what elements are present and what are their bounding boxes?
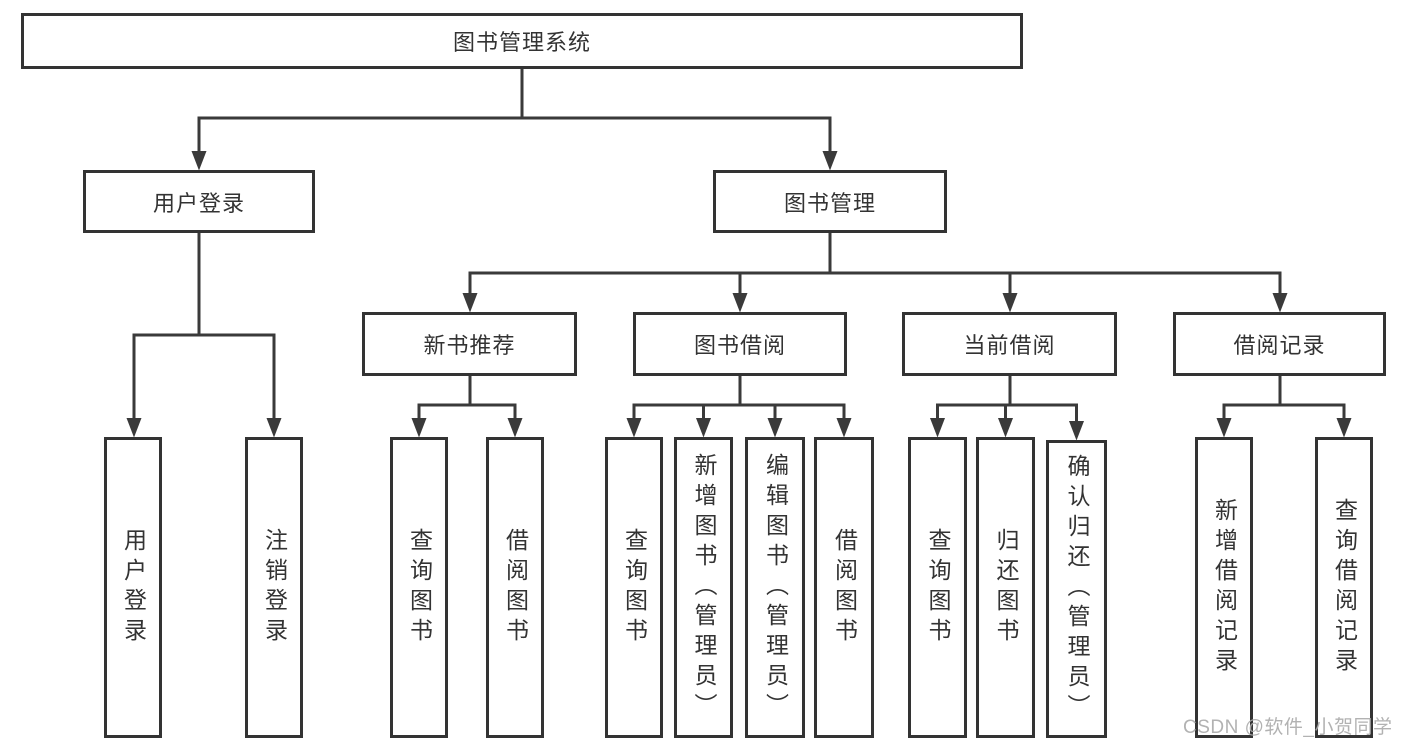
node-root-label: 图书管理系统 bbox=[452, 30, 591, 55]
leaf-query-books-1: 查询图书 bbox=[390, 437, 448, 738]
node-user-login-label: 用户登录 bbox=[152, 190, 245, 216]
leaf-edit-books-admin-label: 编辑图书（管理员） bbox=[762, 452, 789, 723]
leaf-query-books-3-label: 查询图书 bbox=[925, 527, 951, 648]
node-book-management-label: 图书管理 bbox=[783, 190, 876, 216]
leaf-return-books-label: 归还图书 bbox=[993, 527, 1019, 648]
leaf-confirm-return-admin: 确认归还（管理员） bbox=[1046, 440, 1107, 738]
leaf-add-books-admin-label: 新增图书（管理员） bbox=[691, 452, 717, 723]
leaf-user-login: 用户登录 bbox=[104, 437, 162, 738]
node-current-borrow-label: 当前借阅 bbox=[963, 333, 1056, 358]
leaf-query-books-1-label: 查询图书 bbox=[406, 527, 433, 648]
connector-borrow-records-children bbox=[1222, 376, 1346, 421]
leaf-add-books-admin: 新增图书（管理员） bbox=[674, 437, 733, 738]
leaf-return-books: 归还图书 bbox=[976, 437, 1035, 738]
leaf-query-borrow-record: 查询借阅记录 bbox=[1315, 437, 1373, 738]
leaf-user-login-label: 用户登录 bbox=[120, 527, 147, 648]
leaf-query-books-3: 查询图书 bbox=[908, 437, 967, 738]
leaf-confirm-return-admin-label: 确认归还（管理员） bbox=[1064, 454, 1090, 724]
node-borrow-records-label: 借阅记录 bbox=[1233, 333, 1326, 358]
leaf-query-books-2: 查询图书 bbox=[605, 437, 663, 738]
node-user-login: 用户登录 bbox=[83, 170, 315, 233]
node-root: 图书管理系统 bbox=[21, 13, 1023, 69]
connector-current-borrow-children bbox=[936, 376, 1078, 424]
arrowheads bbox=[126, 151, 1352, 441]
leaf-query-books-2-label: 查询图书 bbox=[621, 527, 648, 648]
connector-new-book-children bbox=[417, 376, 517, 421]
leaf-add-borrow-record-label: 新增借阅记录 bbox=[1211, 497, 1238, 678]
connector-root-to-level2 bbox=[197, 68, 832, 154]
node-new-book-recommend: 新书推荐 bbox=[362, 312, 577, 376]
node-new-book-recommend-label: 新书推荐 bbox=[423, 333, 516, 358]
node-borrow-records: 借阅记录 bbox=[1173, 312, 1386, 376]
leaf-borrow-books-2: 借阅图书 bbox=[814, 437, 874, 738]
connector-book-management-children bbox=[468, 233, 1282, 296]
leaf-add-borrow-record: 新增借阅记录 bbox=[1195, 437, 1253, 738]
leaf-borrow-books-1-label: 借阅图书 bbox=[502, 527, 529, 648]
node-book-borrow: 图书借阅 bbox=[633, 312, 847, 376]
node-current-borrow: 当前借阅 bbox=[902, 312, 1117, 376]
csdn-watermark: CSDN @软件_小贺同学 bbox=[1183, 717, 1393, 738]
connector-user-login-children bbox=[132, 233, 276, 421]
leaf-edit-books-admin: 编辑图书（管理员） bbox=[745, 437, 805, 738]
node-book-management: 图书管理 bbox=[713, 170, 947, 233]
leaf-borrow-books-1: 借阅图书 bbox=[486, 437, 544, 738]
leaf-logout: 注销登录 bbox=[245, 437, 303, 738]
leaf-borrow-books-2-label: 借阅图书 bbox=[831, 527, 858, 648]
leaf-query-borrow-record-label: 查询借阅记录 bbox=[1331, 497, 1358, 678]
leaf-logout-label: 注销登录 bbox=[261, 527, 288, 648]
node-book-borrow-label: 图书借阅 bbox=[693, 333, 786, 358]
connector-book-borrow-children bbox=[632, 376, 846, 421]
